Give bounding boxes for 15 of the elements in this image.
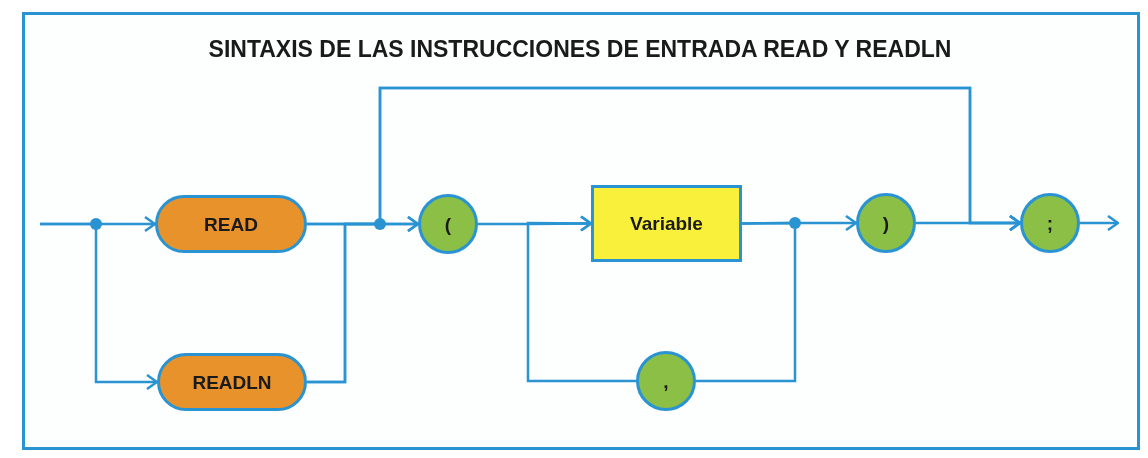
keyword-terminal bbox=[157, 353, 307, 411]
nonterminal-box bbox=[591, 185, 742, 262]
node-label: ; bbox=[1046, 213, 1054, 233]
connector-arrow bbox=[1080, 214, 1120, 232]
diagram-title: SINTAXIS DE LAS INSTRUCCIONES DE ENTRADA READ Y READLN bbox=[207, 35, 953, 64]
keyword-terminal bbox=[155, 195, 307, 253]
node-label: READLN bbox=[192, 372, 272, 392]
node-label: ( bbox=[444, 214, 452, 234]
connector-arrow bbox=[526, 215, 636, 383]
connector-arrow bbox=[40, 222, 159, 391]
node-label: , bbox=[663, 371, 669, 391]
connector-arrow bbox=[916, 214, 1022, 232]
node-label: ) bbox=[882, 213, 890, 233]
node-label: Variable bbox=[630, 214, 703, 233]
node-label: READ bbox=[204, 214, 258, 234]
